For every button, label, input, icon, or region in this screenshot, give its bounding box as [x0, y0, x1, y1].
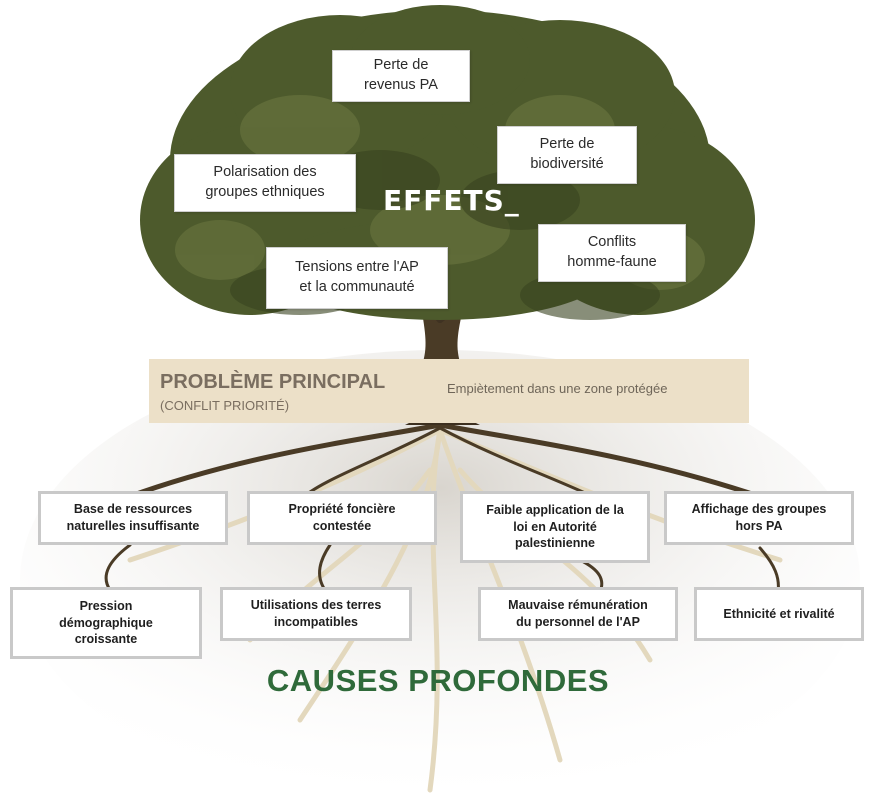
cause-utilisations-terres: Utilisations des terres incompatibles — [220, 587, 412, 641]
cause-base-ressources: Base de ressources naturelles insuffisan… — [38, 491, 228, 545]
cause-mauvaise-remuneration: Mauvaise rémunération du personnel de l'… — [478, 587, 678, 641]
main-problem-description: Empiètement dans une zone protégée — [447, 381, 668, 396]
effect-polarisation: Polarisation des groupes ethniques — [174, 154, 356, 212]
main-problem-subtitle: (CONFLIT PRIORITÉ) — [160, 398, 290, 413]
effect-tensions: Tensions entre l'AP et la communauté — [266, 247, 448, 309]
effect-conflits-homme-faune: Conflits homme-faune — [538, 224, 686, 282]
effects-title: EFFETS_ — [383, 184, 520, 217]
cause-pression-demographique: Pression démographique croissante — [10, 587, 202, 659]
root-ground-shadow — [20, 350, 860, 796]
cause-affichage-groupes: Affichage des groupes hors PA — [664, 491, 854, 545]
effect-perte-biodiversite: Perte de biodiversité — [497, 126, 637, 184]
effect-perte-revenus: Perte de revenus PA — [332, 50, 470, 102]
cause-ethnicite-rivalite: Ethnicité et rivalité — [694, 587, 864, 641]
cause-faible-application: Faible application de la loi en Autorité… — [460, 491, 650, 563]
cause-propriete-fonciere: Propriété foncière contestée — [247, 491, 437, 545]
main-problem-title: PROBLÈME PRINCIPAL — [160, 371, 386, 393]
main-problem-band — [149, 359, 749, 423]
causes-title: CAUSES PROFONDES — [266, 663, 610, 698]
